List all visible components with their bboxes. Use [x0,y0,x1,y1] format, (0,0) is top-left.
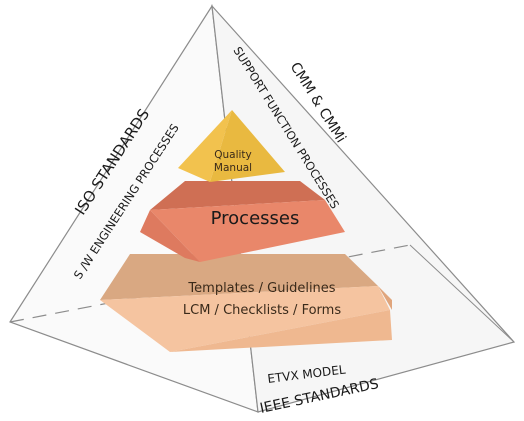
bottom-tier-face [100,300,392,352]
middle-tier-label: Processes [211,208,300,229]
bottom-tier-front [100,286,390,352]
middle-tier: Processes [140,181,345,262]
top-tier-right [210,110,285,182]
top-tier: Quality Manual [178,110,285,182]
top-tier-label-line2: Manual [214,162,252,174]
bottom-tier-label-line2: LCM / Checklists / Forms [183,303,341,318]
middle-tier-front [150,200,345,262]
bottom-tier: Templates / Guidelines LCM / Checklists … [100,254,392,352]
bottom-tier-label-line1: Templates / Guidelines [187,281,335,296]
middle-tier-left [140,210,200,262]
top-tier-label-line1: Quality [214,149,252,161]
top-tier-left [178,110,232,182]
middle-tier-top [150,181,325,210]
hidden-right-edge [409,244,515,343]
bottom-tier-top [100,254,378,300]
bottom-tier-side [378,286,392,310]
